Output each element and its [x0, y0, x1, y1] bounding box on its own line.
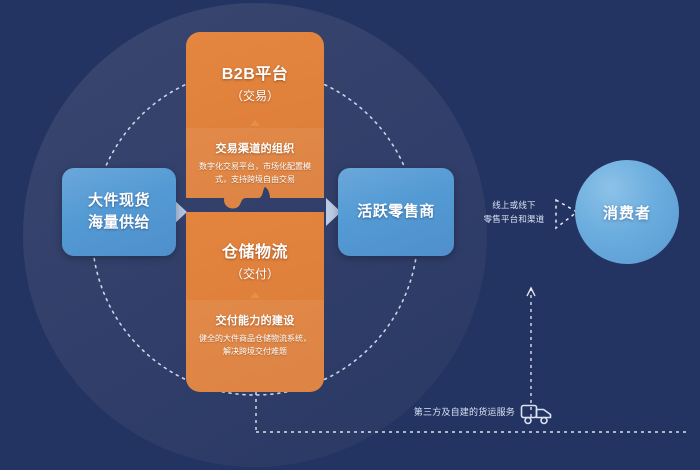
- b2b-card-heading: 交易渠道的组织: [215, 143, 295, 155]
- b2b-card-shape: [186, 32, 324, 209]
- freight-label: 第三方及自建的货运服务: [413, 407, 515, 417]
- b2b-card-title: B2B平台: [221, 66, 289, 83]
- dashed-arrow-head-up: [526, 286, 536, 297]
- b2b-platform-card[interactable]: B2B平台 （交易） 交易渠道的组织 数字化交易平台，市场化配置模式，支持跨境自…: [186, 32, 324, 212]
- dashed-arrow-to-consumer: [555, 198, 579, 230]
- supply-box-line1: 大件现货: [87, 192, 150, 210]
- b2b-card-subtitle: （交易）: [230, 89, 279, 103]
- warehouse-card-heading: 交付能力的建设: [215, 315, 295, 327]
- channel-label-line2: 零售平台和渠道: [483, 214, 545, 225]
- supply-box[interactable]: 大件现货 海量供给: [62, 168, 176, 256]
- retailer-box[interactable]: 活跃零售商: [338, 168, 454, 256]
- retailer-box-line1: 活跃零售商: [357, 203, 435, 221]
- warehouse-card-body: 健全的大件商品仓储物流系统，解决跨境交付难题: [199, 334, 311, 356]
- b2b-card-body: 数字化交易平台，市场化配置模式，支持跨境自由交易: [199, 162, 311, 184]
- channel-label: 线上或线下 零售平台和渠道: [460, 198, 568, 227]
- consumer-label: 消费者: [602, 204, 651, 222]
- arrow-right-icon: [326, 198, 341, 226]
- warehouse-card-subtitle: （交付）: [230, 267, 279, 281]
- warehouse-card-title: 仓储物流: [221, 244, 288, 261]
- supply-box-line2: 海量供给: [87, 214, 150, 231]
- consumer-circle[interactable]: 消费者: [575, 160, 679, 264]
- warehouse-card-shape: [186, 212, 324, 392]
- warehouse-logistics-card[interactable]: 仓储物流 （交付） 交付能力的建设 健全的大件商品仓储物流系统，解决跨境交付难题: [186, 212, 324, 392]
- channel-label-line1: 线上或线下: [492, 200, 536, 210]
- truck-icon: [520, 404, 552, 425]
